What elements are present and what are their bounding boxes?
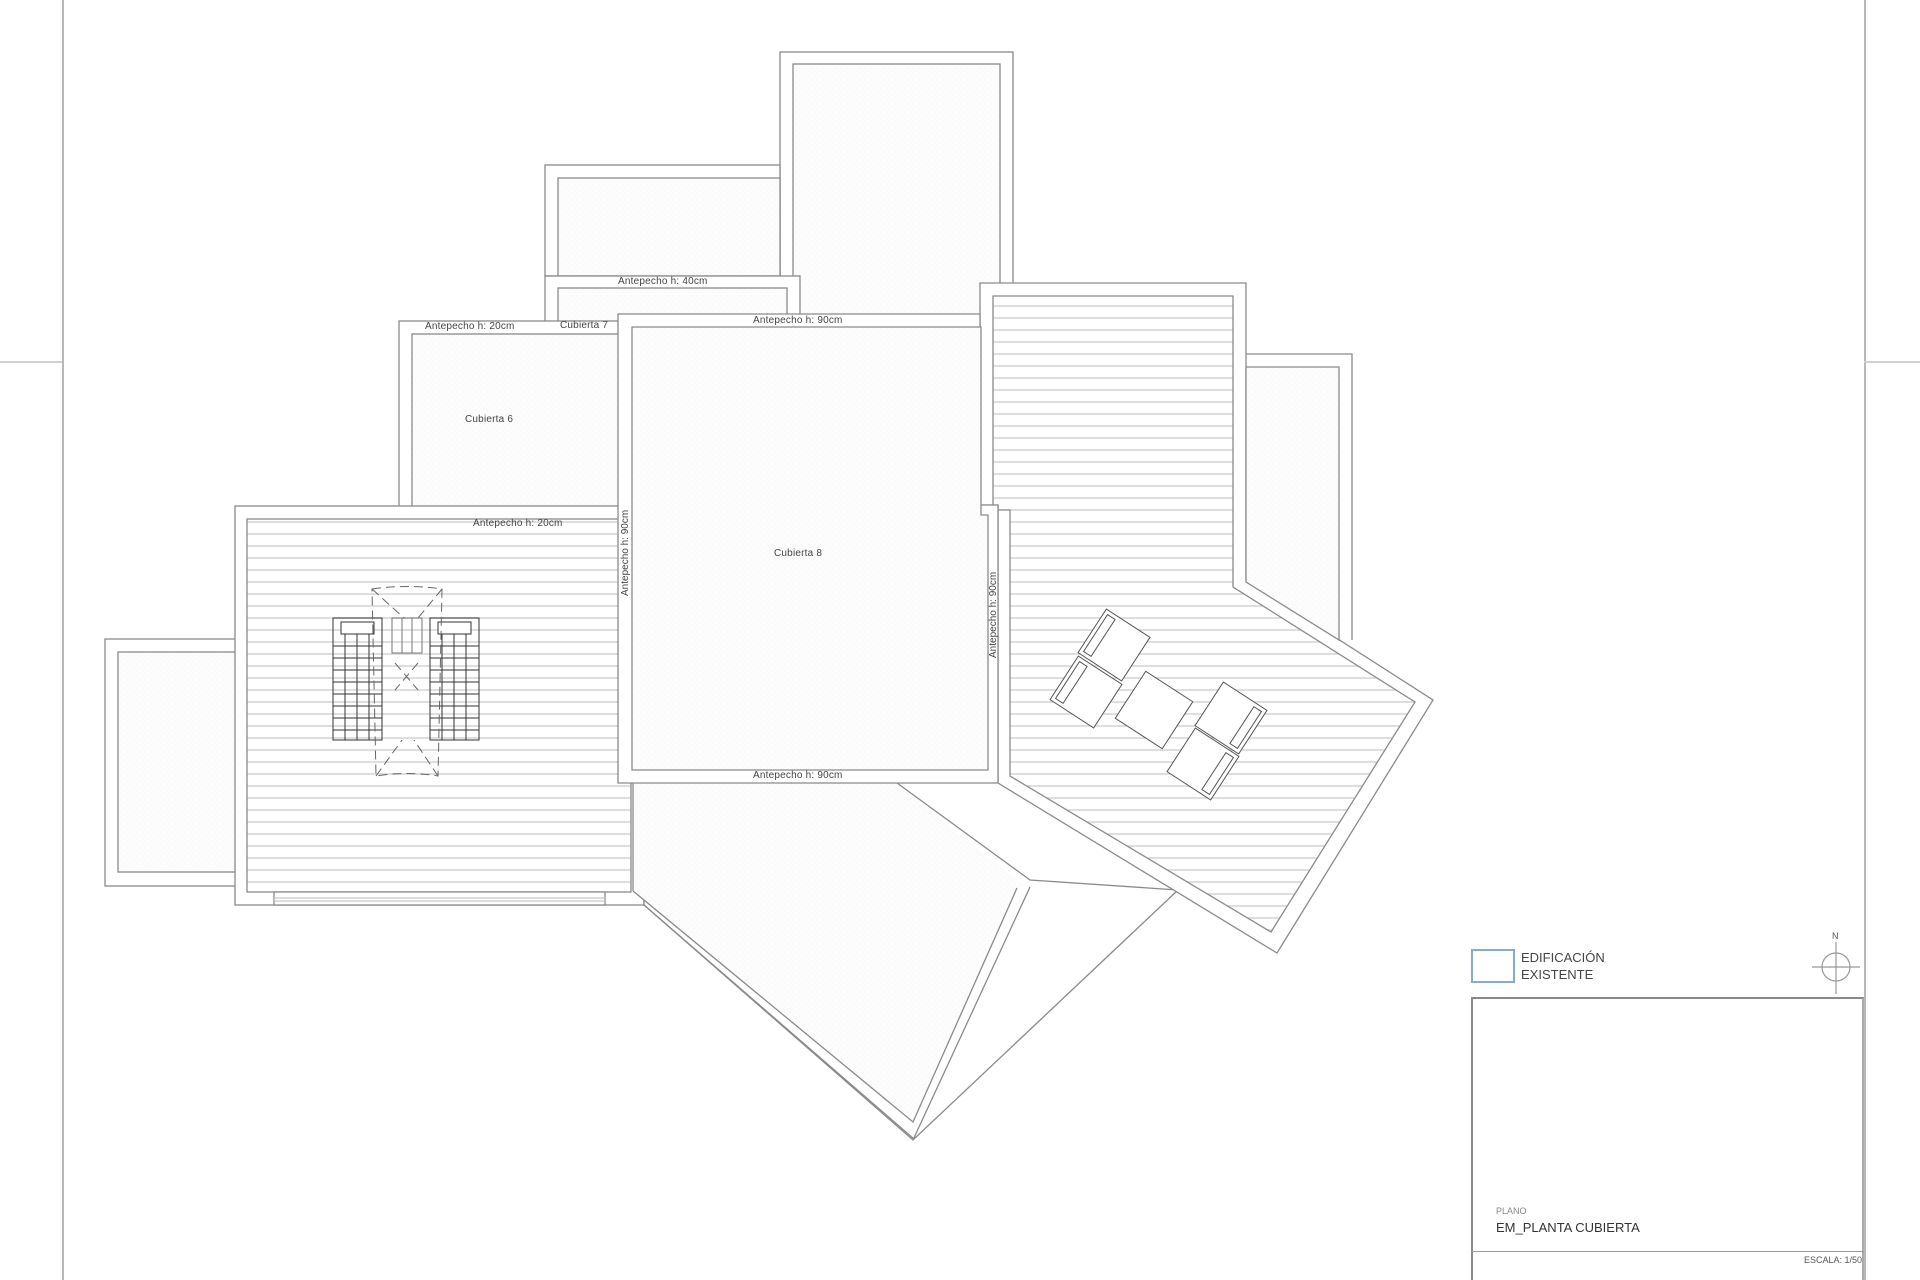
- parapet-label-cubierta8-right: Antepecho h: 90cm: [988, 571, 999, 658]
- title-block-divider: [1471, 1251, 1864, 1252]
- sheet-tick-left: [0, 361, 62, 363]
- scale-label: ESCALA: 1/50: [1803, 1255, 1862, 1265]
- roof-far-right: [1245, 353, 1353, 642]
- parapet-label-cubierta8-bottom: Antepecho h: 90cm: [753, 770, 843, 781]
- roof-label-cubierta-8: Cubierta 8: [774, 548, 823, 559]
- title-block: [1471, 997, 1864, 1280]
- parapet-label-cubierta7-top: Antepecho h: 40cm: [618, 276, 708, 287]
- roof-label-cubierta-6: Cubierta 6: [465, 414, 514, 425]
- roof-far-left: [104, 638, 237, 887]
- roof-cubierta-6: [398, 320, 620, 534]
- sheet-frame-left: [62, 0, 64, 1280]
- legend-label-line1: EDIFICACIÓN: [1521, 950, 1605, 965]
- deck-right: [979, 282, 1434, 954]
- plano-label: PLANO: [1496, 1206, 1527, 1216]
- compass-north-label: N: [1832, 931, 1839, 941]
- parapet-label-cubierta6-bottom: Antepecho h: 20cm: [473, 518, 563, 529]
- parapet-label-cubierta8-left: Antepecho h: 90cm: [620, 509, 631, 596]
- roof-label-cubierta-7: Cubierta 7: [560, 320, 609, 331]
- roof-cubierta-8: [617, 313, 999, 784]
- sheet-tick-right: [1864, 361, 1920, 363]
- roof-top-left: [544, 164, 781, 277]
- legend-swatch-existing-building: [1471, 949, 1515, 983]
- roof-top-tall: [779, 51, 1014, 317]
- parapet-label-cubierta8-top: Antepecho h: 90cm: [753, 315, 843, 326]
- plano-name: EM_PLANTA CUBIERTA: [1496, 1220, 1640, 1235]
- sheet-frame-right: [1864, 0, 1866, 1280]
- armchairs-table-icon: [1049, 608, 1268, 801]
- north-arrow-icon: [1812, 942, 1860, 994]
- sun-loungers-icon: [332, 586, 480, 777]
- legend-label-line2: EXISTENTE: [1521, 967, 1594, 982]
- parapet-label-cubierta6-top: Antepecho h: 20cm: [425, 321, 515, 332]
